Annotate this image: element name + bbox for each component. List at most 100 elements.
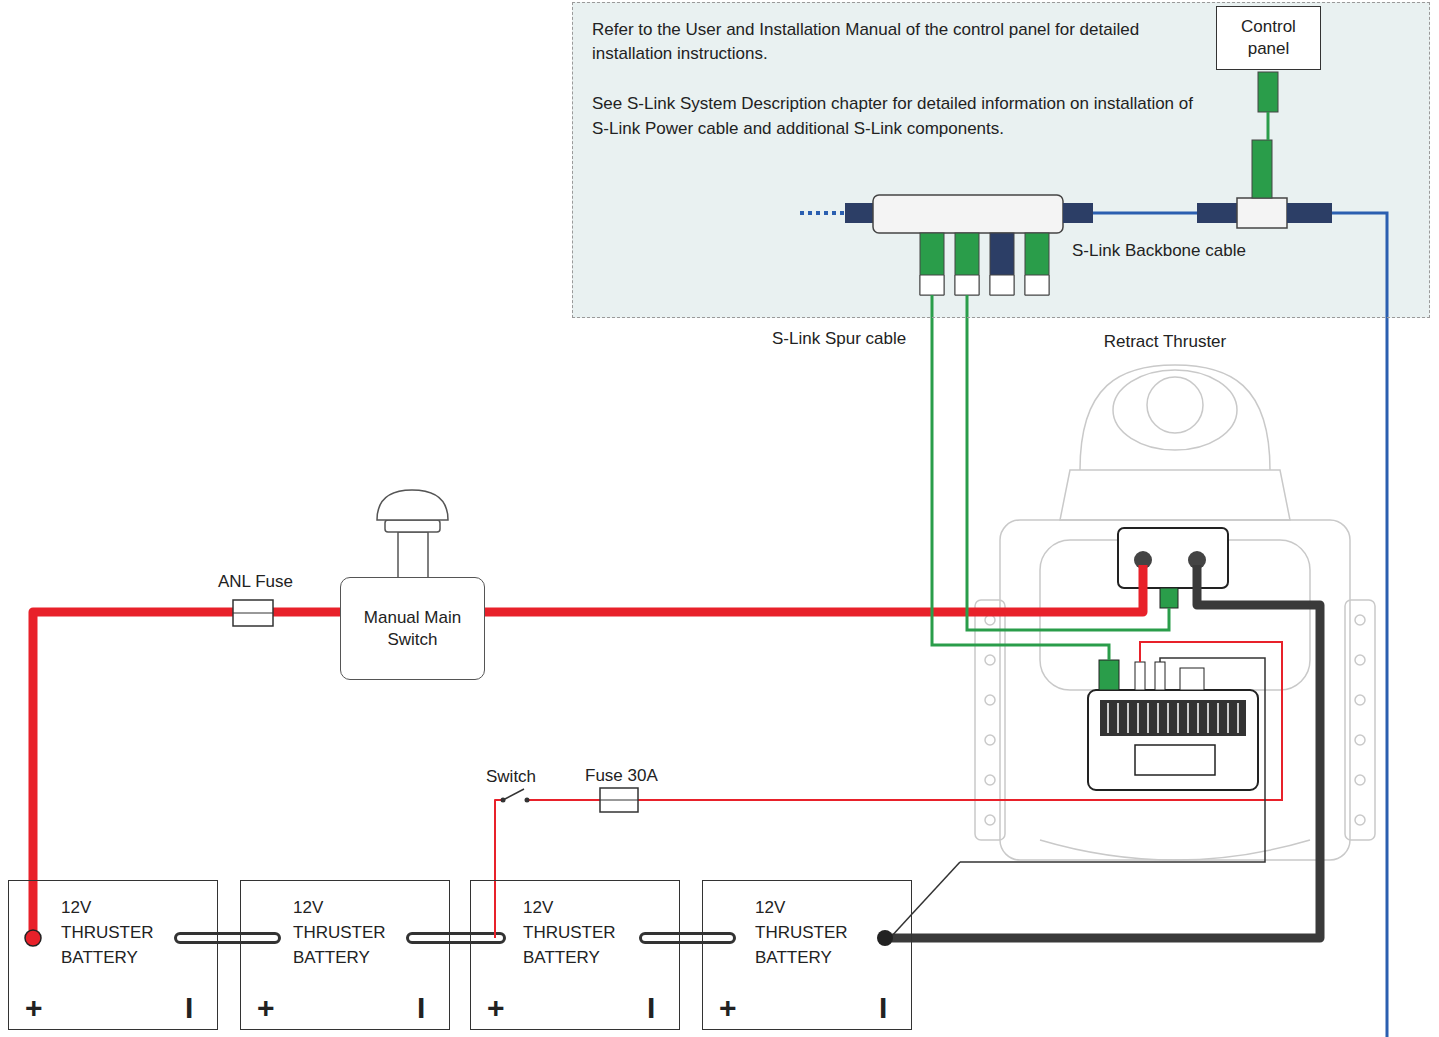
control-box-grill <box>1100 700 1246 736</box>
panel-cable <box>1267 112 1270 140</box>
note-text: See S-Link System Description chapter fo… <box>592 91 1200 141</box>
battery-label: 12V THRUSTER BATTERY <box>61 895 161 970</box>
thruster-top <box>1147 377 1203 433</box>
battery-label: 12V THRUSTER BATTERY <box>523 895 623 970</box>
cable-name: S-Link Backbone cable <box>1072 240 1246 262</box>
terminal-dot <box>25 930 41 946</box>
switch-symbol <box>503 789 524 800</box>
fuse-symbol <box>600 788 638 812</box>
polarity-sign: + <box>25 991 43 1025</box>
battery-label: 12V THRUSTER BATTERY <box>755 895 855 970</box>
cable-line <box>218 935 240 941</box>
cable <box>912 862 960 914</box>
cable <box>912 875 1320 938</box>
tee-plug <box>1252 140 1272 198</box>
control-terminal <box>1155 662 1165 690</box>
polarity-sign: I <box>879 991 887 1025</box>
supply-wire <box>494 880 496 938</box>
polarity-sign: + <box>257 991 275 1025</box>
thruster-dome <box>1080 365 1270 470</box>
ground-cable <box>1197 565 1320 875</box>
cable-line <box>680 932 702 944</box>
note-text: Refer to the User and Installation Manua… <box>592 18 1207 66</box>
thruster-top <box>1113 370 1237 450</box>
main-cable <box>960 565 1143 612</box>
switch-knob <box>377 490 448 520</box>
battery-box: 12V THRUSTER BATTERY + I <box>702 880 912 1030</box>
polarity-sign: + <box>719 991 737 1025</box>
anl-fuse-symbol <box>233 613 273 614</box>
hub-plug <box>845 203 873 223</box>
thruster-housing <box>1000 520 1350 860</box>
cable-line <box>450 935 470 941</box>
part-name: Switch <box>486 766 536 788</box>
ground-wire <box>890 914 912 938</box>
tee-body <box>1237 198 1287 228</box>
battery-strap <box>180 932 730 944</box>
cable-line <box>33 612 340 880</box>
cable-line <box>450 932 470 944</box>
cable-line <box>218 932 240 944</box>
control-terminal <box>1135 662 1145 690</box>
control-box-window <box>1135 745 1215 775</box>
battery-box: 12V THRUSTER BATTERY + I <box>8 880 218 1030</box>
region-fill <box>572 2 1430 318</box>
battery-label: 12V THRUSTER BATTERY <box>293 895 393 970</box>
switch-stem <box>398 532 428 578</box>
anl-fuse-symbol <box>233 600 273 626</box>
terminal-dot <box>877 930 893 946</box>
part-name: Retract Thruster <box>960 331 1370 353</box>
hub-plug <box>1063 203 1093 223</box>
switch-gap <box>503 795 525 805</box>
grill-lines <box>1108 703 1238 733</box>
thruster-leg <box>1345 600 1375 840</box>
cable-line <box>912 875 1320 938</box>
polarity-sign: + <box>487 991 505 1025</box>
polarity-sign: I <box>647 991 655 1025</box>
cable-line <box>485 608 960 617</box>
control-box <box>1088 690 1258 790</box>
cable <box>495 800 960 880</box>
backbone-dotted <box>800 211 845 215</box>
control-terminal <box>1180 668 1204 690</box>
cable-line <box>495 800 960 880</box>
terminal-block <box>1118 528 1228 588</box>
main-switch-box: Manual Main Switch <box>340 577 485 680</box>
switch-collar <box>385 520 440 532</box>
battery-box: 12V THRUSTER BATTERY + I <box>470 880 680 1030</box>
battery-strap <box>680 938 702 939</box>
cable-name: S-Link Spur cable <box>772 328 906 350</box>
part-name: Fuse 30A <box>585 765 658 787</box>
cable-line <box>912 862 960 914</box>
tee-plug <box>1287 203 1332 223</box>
spur-plug <box>1160 588 1178 608</box>
panel-plug <box>1258 72 1278 112</box>
battery-box: 12V THRUSTER BATTERY + I <box>240 880 450 1030</box>
fuse-symbol <box>600 800 638 801</box>
note-region: Refer to the User and Installation Manua… <box>572 2 1430 318</box>
backbone-cable <box>1093 212 1197 215</box>
part-name: ANL Fuse <box>218 571 293 593</box>
ground-wire <box>960 658 1265 862</box>
cable-line <box>680 935 702 941</box>
switch-contact <box>525 798 530 803</box>
thruster-leg <box>975 600 1005 840</box>
hub-body <box>873 195 1063 233</box>
cable <box>33 612 340 880</box>
battery-strap <box>180 935 730 941</box>
polarity-sign: I <box>417 991 425 1025</box>
spur-cable <box>932 295 1109 660</box>
polarity-sign: I <box>185 991 193 1025</box>
thruster-unit: Retract Thruster <box>960 365 1370 875</box>
spur-plug <box>1099 660 1119 690</box>
thruster-shoulder <box>1060 470 1290 520</box>
thruster-base <box>1040 840 1310 860</box>
box-label: Manual Main Switch <box>345 607 480 651</box>
cable <box>485 612 960 613</box>
tee-plug <box>1197 203 1237 223</box>
box-label: Control panel <box>1221 16 1316 60</box>
switch-contact <box>501 798 506 803</box>
